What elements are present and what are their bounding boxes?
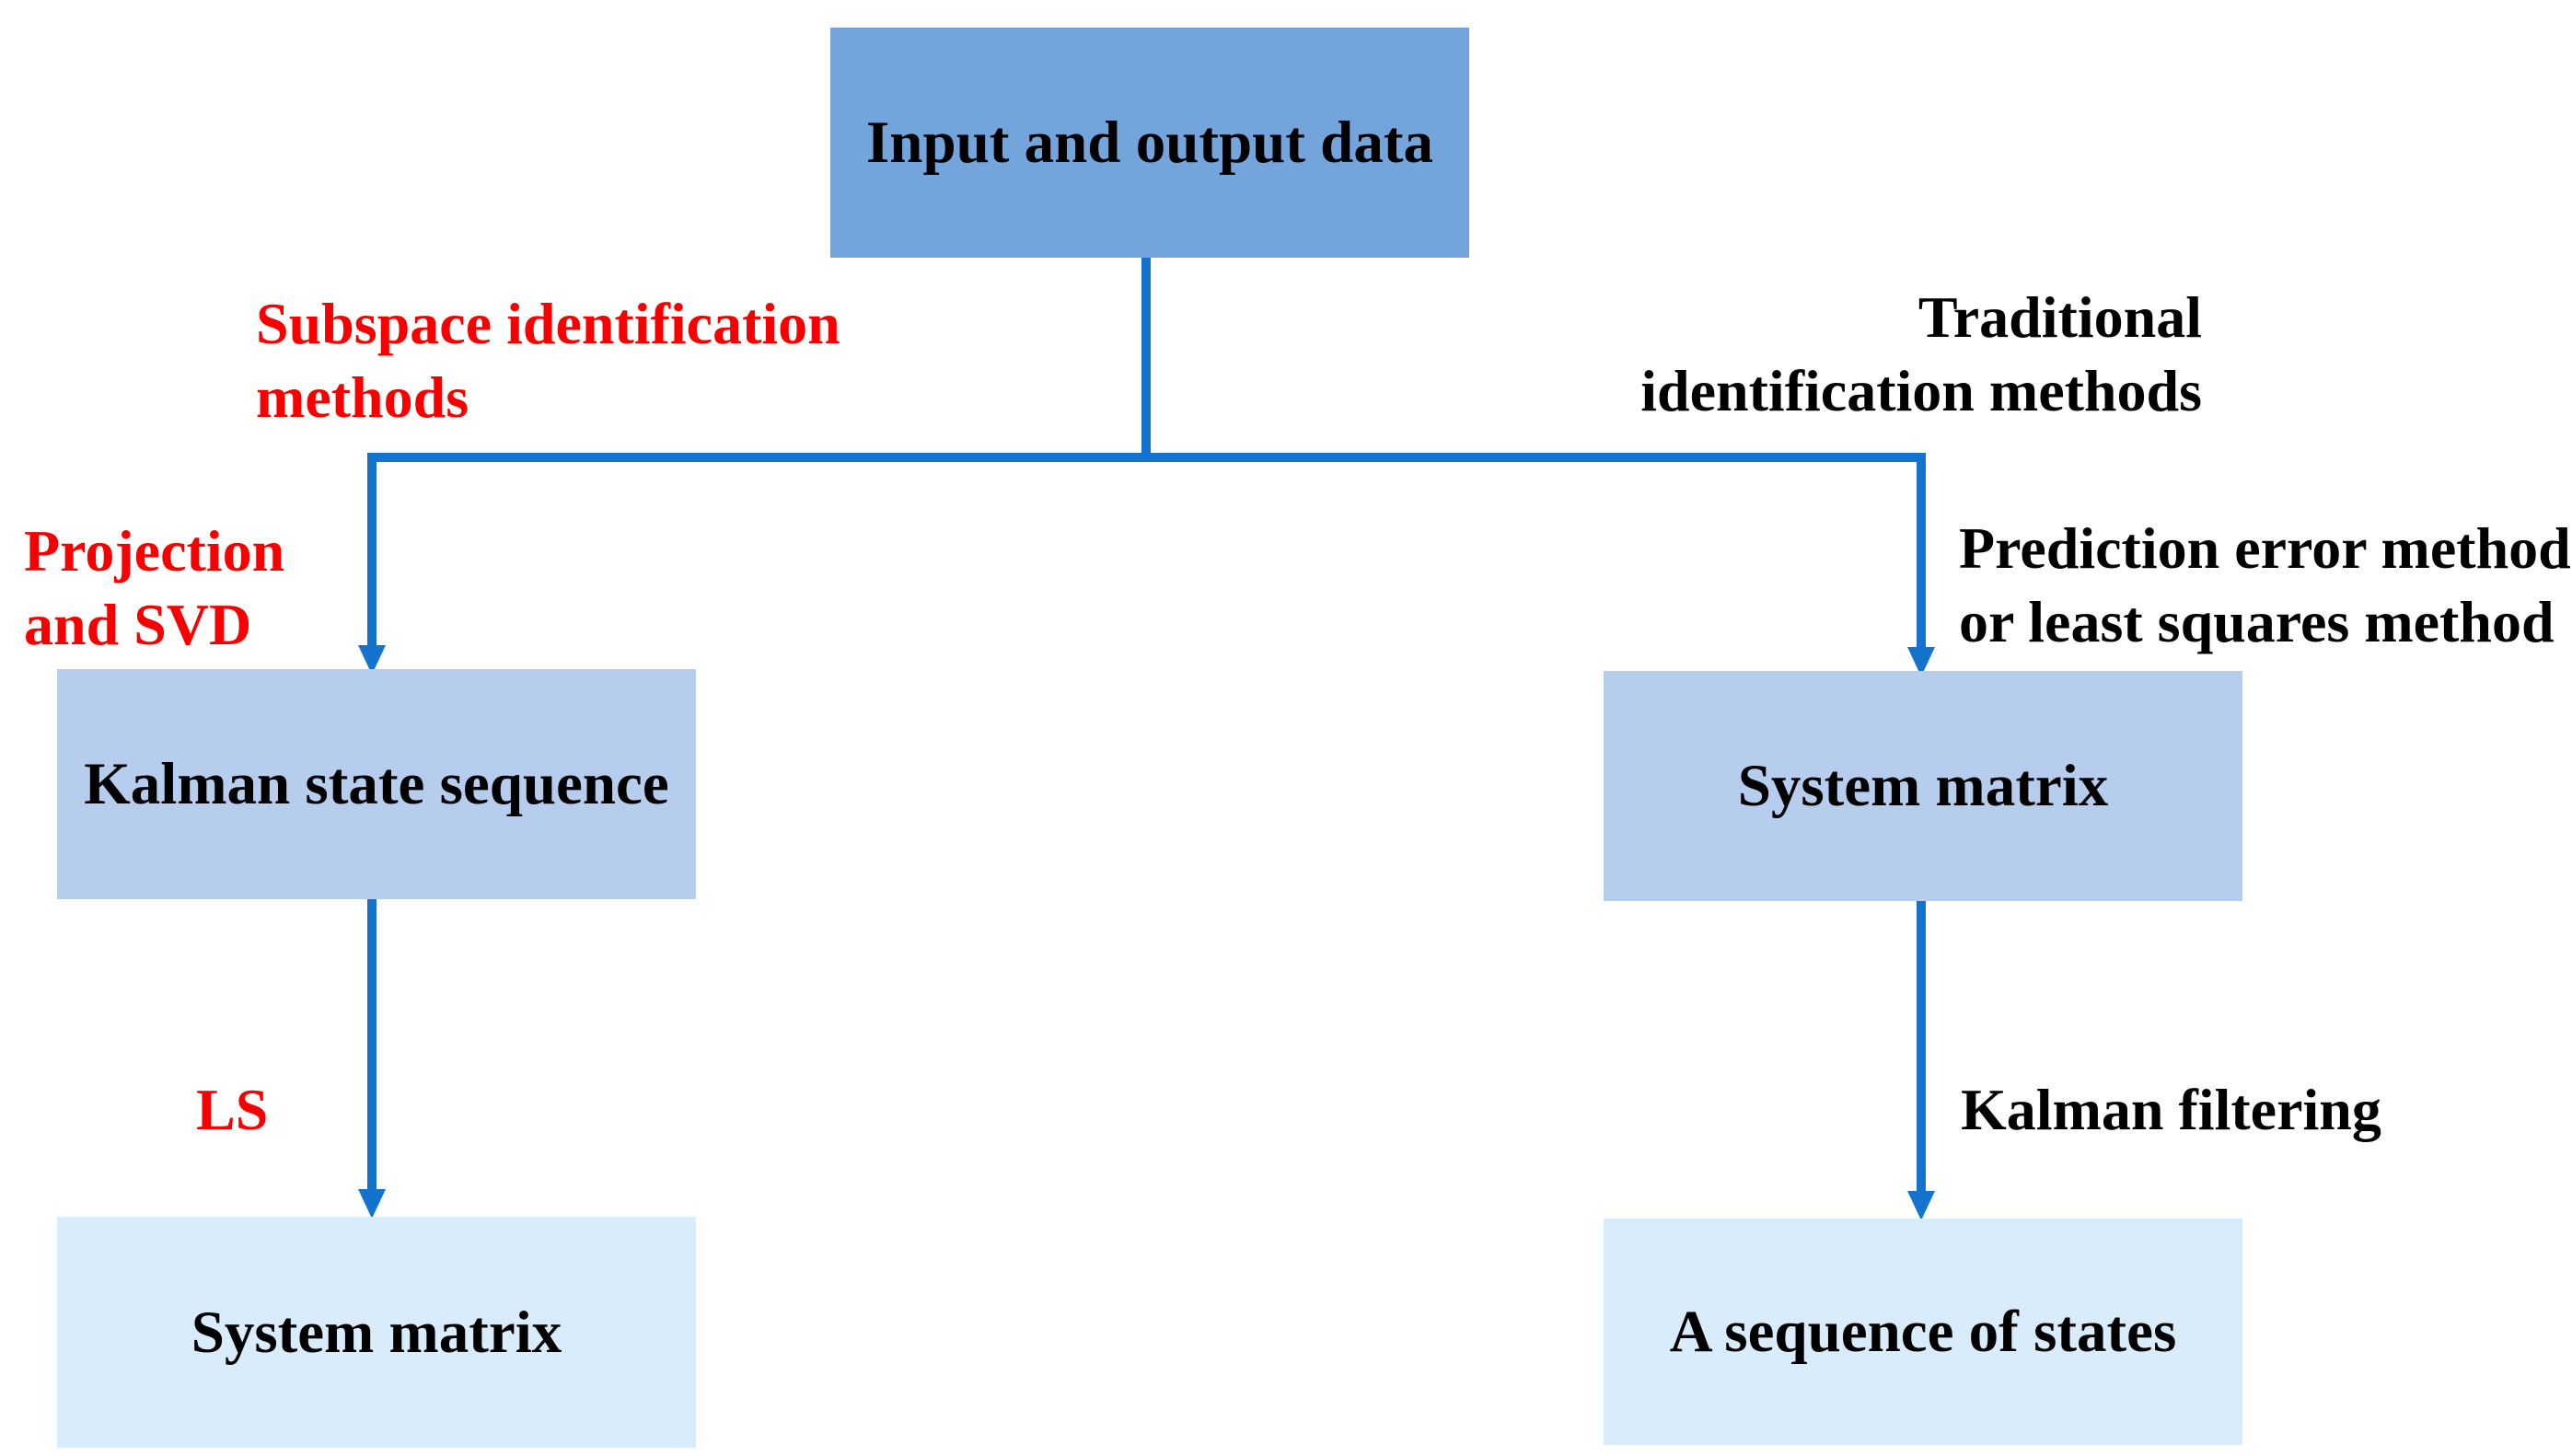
annotation-projection-and-svd: Projection and SVD [24,514,284,662]
node-input-output-data: Input and output data [830,28,1469,258]
connector-left-lower-shaft [367,899,377,1189]
annotation-ls: LS [196,1073,268,1147]
node-sequence-of-states-label: A sequence of states [1669,1299,2177,1365]
arrowhead-right-lower [1907,1191,1935,1220]
annotation-traditional-identification-methods: Traditional identification methods [1640,281,2202,428]
node-system-matrix-bottom-label: System matrix [191,1299,562,1366]
node-system-matrix-mid: System matrix [1604,671,2242,901]
connector-left-upper-shaft [367,453,377,647]
node-input-output-data-label: Input and output data [866,110,1433,176]
annotation-traditional-line1: Traditional [1917,284,2202,350]
annotation-kalman-filtering: Kalman filtering [1961,1073,2381,1147]
annotation-prediction-line2: or least squares method [1959,589,2555,654]
connector-right-upper-shaft [1917,453,1926,647]
connector-right-lower-shaft [1917,901,1926,1191]
arrowhead-left-lower [358,1189,386,1219]
annotation-subspace-identification-methods: Subspace identification methods [256,287,840,434]
connector-horizontal-branch [367,453,1926,462]
annotation-subspace-line1: Subspace identification [256,291,840,356]
annotation-projection-line2: and SVD [24,592,252,657]
annotation-prediction-error-method: Prediction error method or least squares… [1959,512,2571,659]
annotation-traditional-line2: identification methods [1640,358,2202,423]
annotation-kalman-filtering-line1: Kalman filtering [1961,1077,2381,1142]
node-sequence-of-states: A sequence of states [1604,1219,2242,1445]
annotation-prediction-line1: Prediction error method [1959,515,2571,581]
connector-top-stem [1141,256,1151,455]
annotation-subspace-line2: methods [256,364,469,430]
annotation-ls-line1: LS [196,1077,269,1142]
node-kalman-state-sequence-label: Kalman state sequence [84,751,669,817]
annotation-projection-line1: Projection [24,518,285,584]
node-kalman-state-sequence: Kalman state sequence [57,669,696,899]
node-system-matrix-bottom: System matrix [57,1217,696,1448]
node-system-matrix-mid-label: System matrix [1737,753,2109,819]
